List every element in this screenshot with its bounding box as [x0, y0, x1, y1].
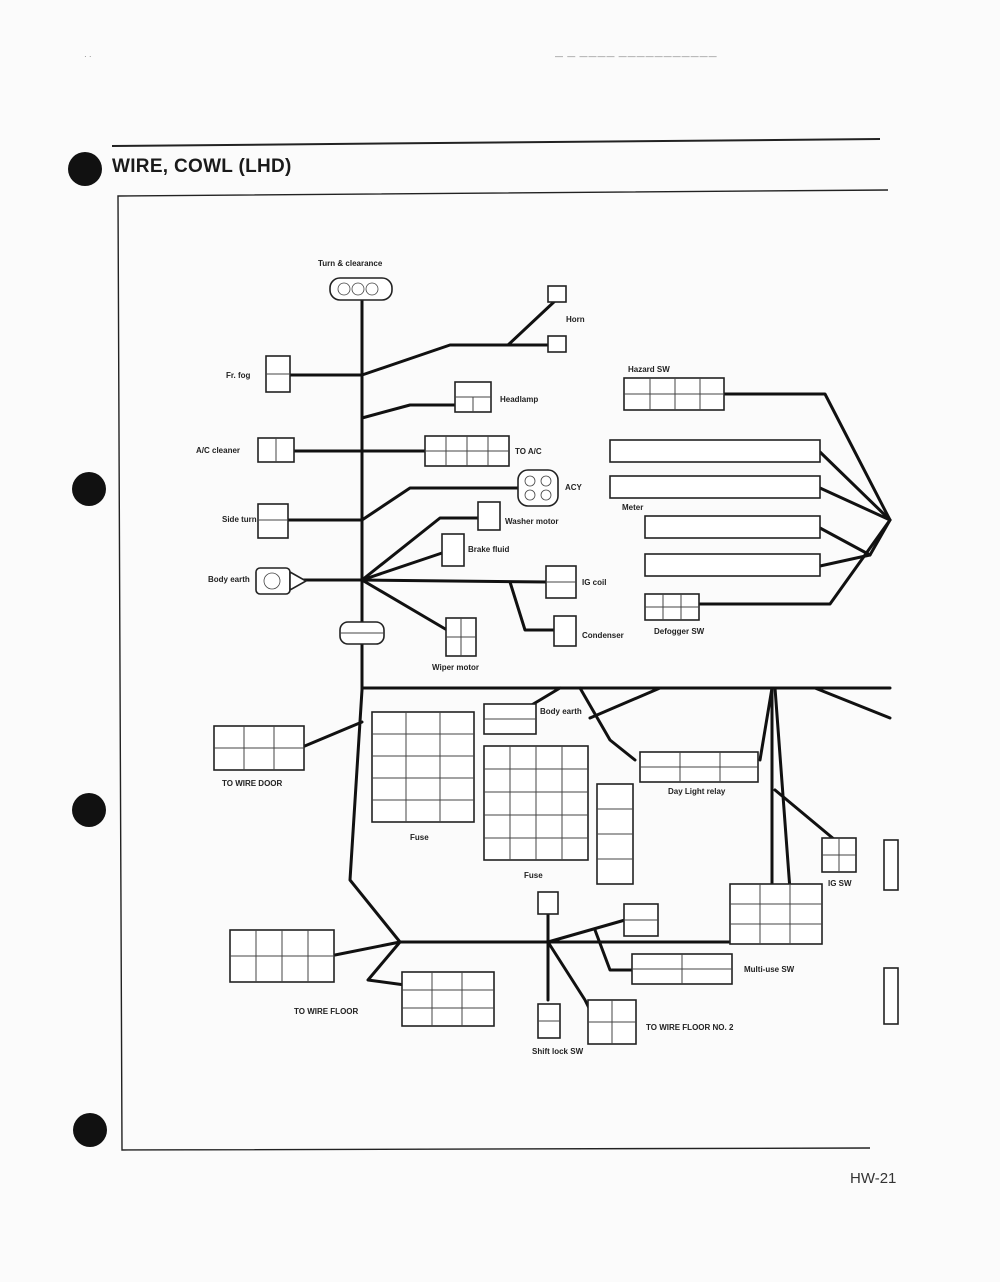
label-turn-clearance: Turn & clearance	[318, 259, 383, 268]
defogger-sw-connector	[644, 593, 700, 621]
fuse-block-1	[371, 711, 475, 823]
to-wire-floor-no2-connector	[587, 999, 637, 1045]
horn-connector-1	[547, 285, 567, 303]
condenser-connector	[553, 615, 577, 647]
day-light-relay-connector	[639, 751, 759, 783]
washer-motor-connector	[477, 501, 501, 531]
body-earth-2-connector	[483, 703, 537, 735]
page-title: WIRE, COWL (LHD)	[112, 156, 292, 177]
label-to-wire-door: TO WIRE DOOR	[222, 779, 283, 788]
hazard-sw-connector	[623, 377, 725, 411]
label-fuse-1: Fuse	[410, 833, 429, 842]
body-earth-connector	[255, 567, 308, 595]
label-side-turn: Side turn	[222, 515, 257, 524]
fuse-block-2	[483, 745, 589, 861]
label-fr-fog: Fr. fog	[226, 371, 251, 380]
label-defogger-sw: Defogger SW	[654, 627, 705, 636]
air-cleaner-connector	[257, 437, 295, 463]
ig-sw-connector	[821, 837, 857, 873]
relay-strip	[596, 783, 634, 885]
label-ig-sw: IG SW	[828, 879, 852, 888]
label-washer-motor: Washer motor	[505, 517, 559, 526]
meter-connector-1	[609, 439, 821, 463]
right-edge-connector-1	[883, 839, 899, 891]
label-acy: ACY	[565, 483, 583, 492]
label-meter: Meter	[622, 503, 643, 512]
label-hazard-sw: Hazard SW	[628, 365, 670, 374]
label-horn: Horn	[566, 315, 585, 324]
binder-hole-4	[73, 1113, 107, 1147]
page-number: HW-21	[850, 1170, 897, 1187]
acy-connector	[517, 469, 559, 507]
floor-multi-connector	[631, 953, 733, 985]
label-day-light-relay: Day Light relay	[668, 787, 726, 796]
label-ig-coil: IG coil	[582, 578, 606, 587]
harness-wires	[286, 298, 892, 1022]
floor-side-connector	[623, 903, 659, 937]
fr-fog-connector	[265, 355, 291, 393]
horn-connector-2	[547, 335, 567, 353]
side-turn-connector	[257, 503, 289, 539]
binder-hole-1	[68, 152, 102, 186]
label-to-ac: TO A/C	[515, 447, 542, 456]
meter-connector-2	[609, 475, 821, 499]
brake-fluid-connector	[441, 533, 465, 567]
label-headlamp: Headlamp	[500, 395, 538, 404]
meter-connector-4	[644, 553, 821, 577]
label-condenser: Condenser	[582, 631, 624, 640]
to-wire-door-connector	[213, 725, 305, 771]
label-to-wire-floor: TO WIRE FLOOR	[294, 1007, 359, 1016]
label-body-earth: Body earth	[208, 575, 250, 584]
multi-use-sw-connector	[729, 883, 823, 945]
label-body-earth-2: Body earth	[540, 707, 582, 716]
header-mark-left: · ·	[84, 52, 92, 61]
to-ac-connector	[424, 435, 510, 467]
meter-connector-3	[644, 515, 821, 539]
header-mark-right: — — ———— ———————————	[555, 52, 718, 61]
turn-clearance-connector	[329, 277, 393, 301]
diagram-frame	[117, 189, 889, 1151]
wiper-motor-connector	[445, 617, 477, 657]
shift-lock-sw-connector	[537, 1003, 561, 1039]
to-wire-floor-connector-2	[401, 971, 495, 1027]
floor-junction-connector	[537, 891, 559, 915]
label-to-wire-floor-no2: TO WIRE FLOOR NO. 2	[646, 1023, 734, 1032]
label-air-cleaner: A/C cleaner	[196, 446, 240, 455]
ig-coil-connector	[545, 565, 577, 599]
label-multi-use-sw: Multi-use SW	[744, 965, 795, 974]
label-wiper-motor: Wiper motor	[432, 663, 479, 672]
label-shift-lock-sw: Shift lock SW	[532, 1047, 584, 1056]
top-rule	[111, 138, 881, 147]
right-edge-connector-2	[883, 967, 899, 1025]
label-fuse-2: Fuse	[524, 871, 543, 880]
headlamp-connector	[454, 381, 492, 413]
label-brake-fluid: Brake fluid	[468, 545, 509, 554]
grommet	[339, 621, 385, 645]
binder-hole-3	[72, 793, 106, 827]
binder-hole-2	[72, 472, 106, 506]
to-wire-floor-connector-1	[229, 929, 335, 983]
